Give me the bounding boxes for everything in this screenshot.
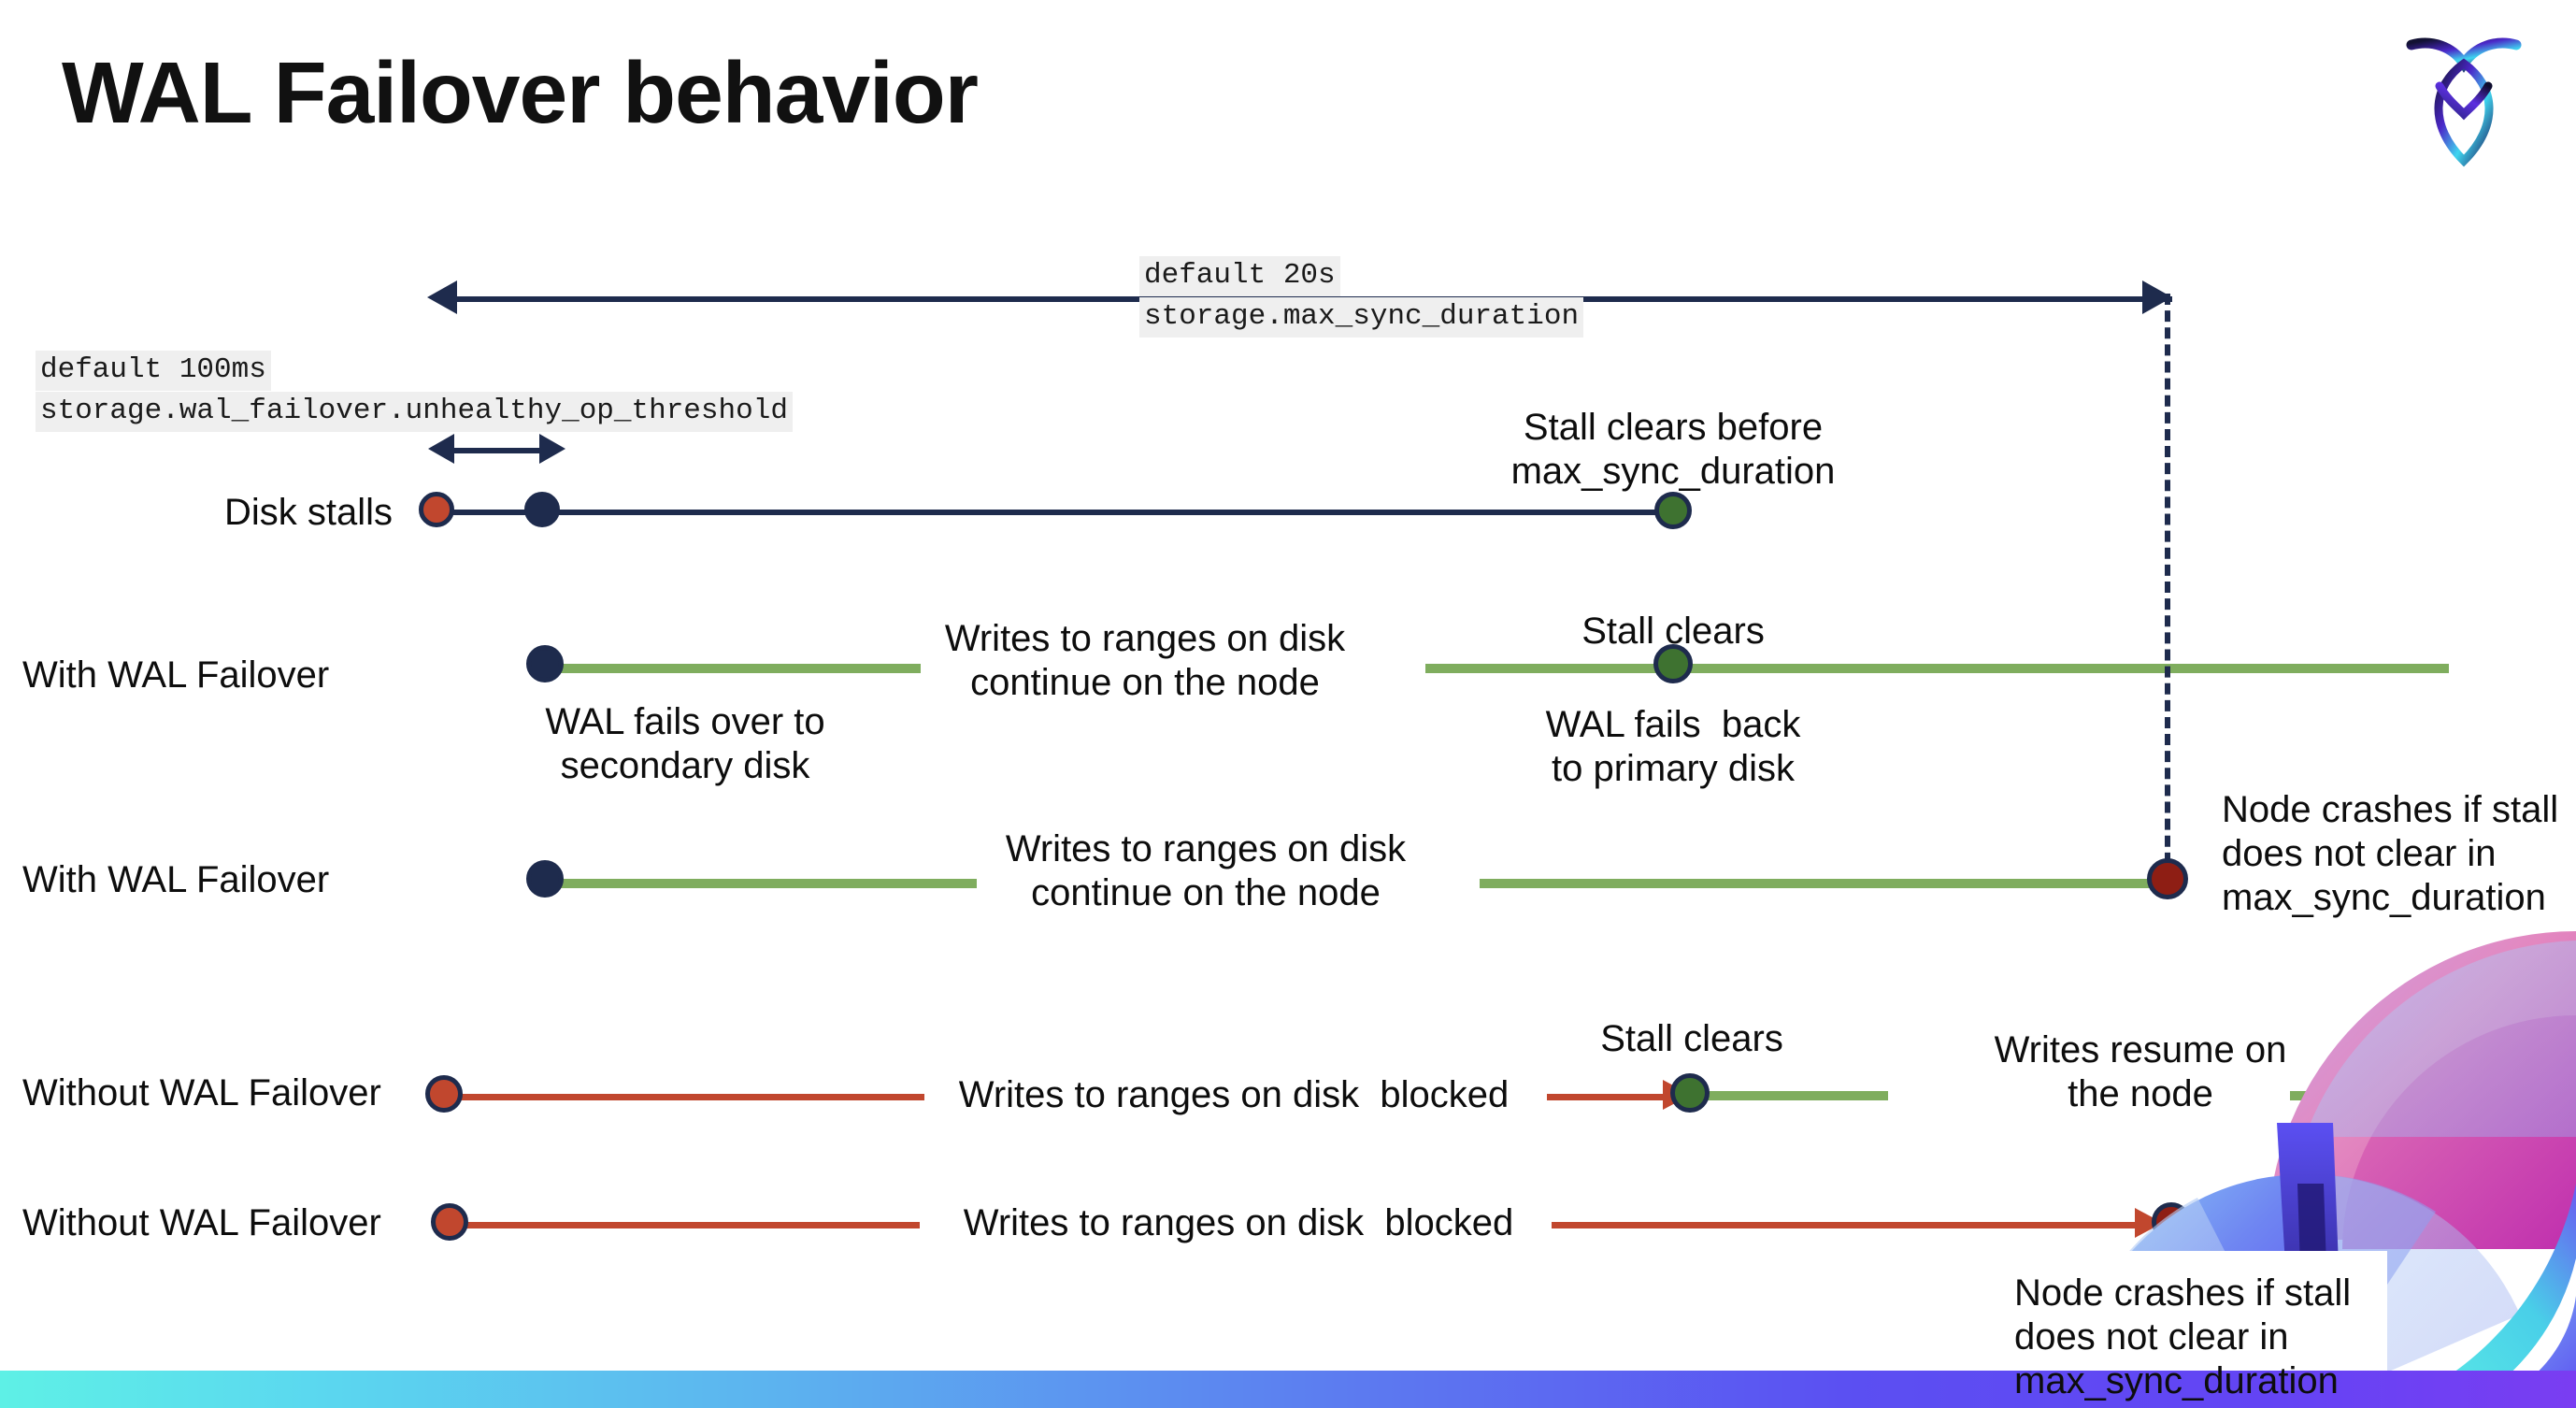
disk-stalls-clear-dot [1654,492,1692,529]
annotation-wal-fails-back: WAL fails back to primary disk [1545,704,1801,790]
row-label-with-wal-failover-2: With WAL Failover [22,859,330,900]
page-title: WAL Failover behavior [62,44,979,141]
without-failover-1-blocked-line-b [1547,1094,1678,1100]
row-label-disk-stalls: Disk stalls [223,492,393,533]
annotation-stall-clears-before: Stall clears before max_sync_duration [1510,407,1836,493]
annotation-writes-continue-1: Writes to ranges on disk continue on the… [944,618,1346,704]
unhealthy-op-threshold-span [452,448,540,453]
without-failover-2-blocked-line-a [462,1222,920,1228]
disk-stalls-timeline [439,510,1673,515]
without-failover-1-start-dot [425,1075,463,1113]
disk-stalls-failover-dot [524,492,560,527]
annotation-stall-clears-2: Stall clears [1600,1018,1783,1059]
without-failover-1-blocked-line-a [457,1094,924,1100]
unhealthy-op-threshold-arrow-left [428,434,454,464]
row-label-without-wal-failover-2: Without WAL Failover [22,1202,381,1243]
disk-stalls-start-dot [419,492,454,527]
wal-failover-1-segment-right [1425,664,2449,673]
max-sync-duration-dashed-line [2165,294,2170,881]
wal-failover-2-segment-right [1480,879,2176,888]
row-label-with-wal-failover-1: With WAL Failover [22,654,330,696]
annotation-node-crashes-1: Node crashes if stall does not clear in … [2222,789,2559,919]
cockroachdb-logo [2398,28,2529,168]
without-failover-2-blocked-line-b [1552,1222,2150,1228]
annotation-writes-resume: Writes resume on the node [1994,1029,2287,1115]
annotation-writes-blocked-1: Writes to ranges on disk blocked [958,1074,1510,1115]
wal-failover-1-start-dot [526,645,564,682]
wal-failover-2-crash-dot [2147,858,2188,899]
max-sync-duration-setting-chip: storage.max_sync_duration [1139,297,1584,338]
without-failover-2-crash-dot [2152,1202,2191,1242]
wal-failover-1-segment-left [551,664,921,673]
unhealthy-op-threshold-default-chip: default 100ms [36,351,271,391]
unhealthy-op-threshold-arrow-right [539,434,565,464]
without-failover-1-clear-dot [1670,1073,1710,1113]
bottom-gradient-bar [0,1371,2576,1408]
wal-failover-2-start-dot [526,860,564,898]
annotation-wal-fails-over: WAL fails over to secondary disk [545,701,825,787]
without-failover-2-start-dot [431,1203,468,1241]
annotation-writes-continue-2: Writes to ranges on disk continue on the… [1005,828,1407,914]
max-sync-duration-arrow-left [427,280,457,314]
annotation-node-crashes-2: Node crashes if stall does not clear in … [2014,1272,2352,1402]
without-failover-1-resume-line-a [1692,1091,1888,1100]
row-label-without-wal-failover-1: Without WAL Failover [22,1072,381,1113]
max-sync-duration-default-chip: default 20s [1139,256,1340,296]
wal-failover-1-clear-dot [1653,644,1693,683]
unhealthy-op-threshold-setting-chip: storage.wal_failover.unhealthy_op_thresh… [36,392,793,432]
annotation-stall-clears-1: Stall clears [1581,611,1765,652]
annotation-writes-blocked-2: Writes to ranges on disk blocked [963,1202,1514,1243]
wal-failover-2-segment-left [551,879,977,888]
